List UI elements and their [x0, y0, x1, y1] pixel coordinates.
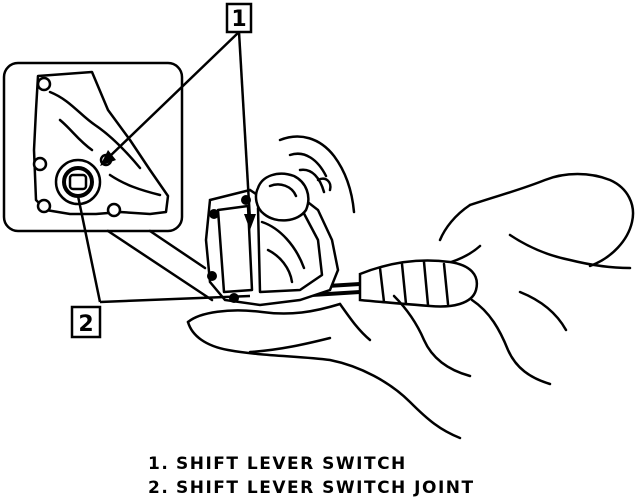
legend: 1. SHIFT LEVER SWITCH 2. SHIFT LEVER SWITC…	[148, 452, 475, 500]
inset-detail-view	[2, 61, 214, 302]
legend-item-number: 2.	[148, 478, 170, 498]
callout-2: 2	[70, 195, 251, 339]
legend-item-2: 2. SHIFT LEVER SWITCH JOINT	[148, 476, 475, 500]
callout-1: 1	[100, 2, 256, 230]
legend-item-label: SHIFT LEVER SWITCH	[176, 454, 407, 474]
legend-item-number: 1.	[148, 454, 170, 474]
legend-item-1: 1. SHIFT LEVER SWITCH	[148, 452, 475, 476]
callout-1-number: 1	[231, 7, 246, 32]
callout-2-number: 2	[78, 312, 93, 337]
legend-item-label: SHIFT LEVER SWITCH JOINT	[176, 478, 475, 498]
main-illustration	[186, 135, 635, 440]
